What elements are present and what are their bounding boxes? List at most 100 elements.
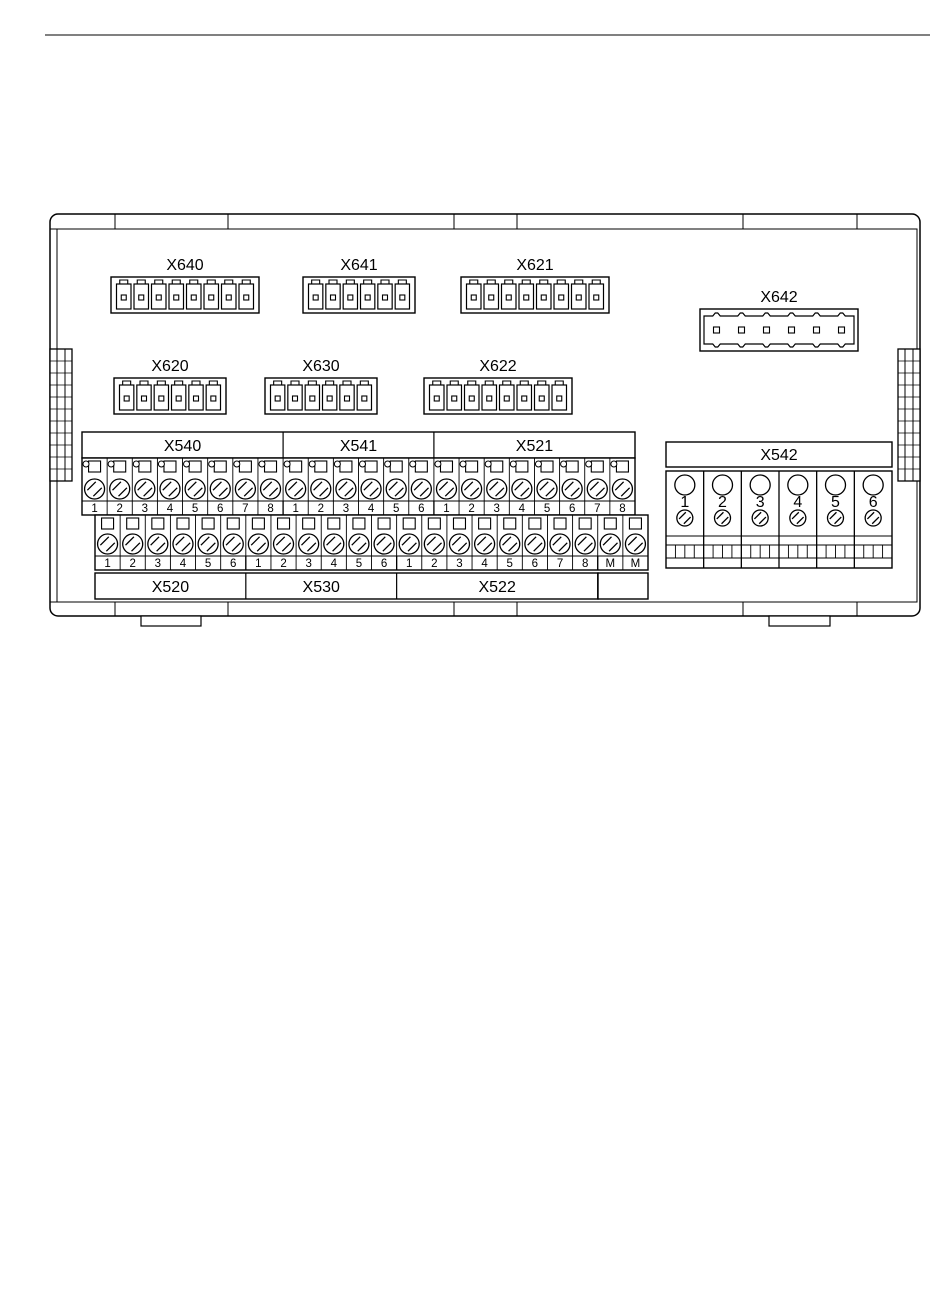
header-pin (467, 280, 482, 309)
right-mounting-clip (898, 349, 920, 481)
screw-terminal-icon (500, 534, 520, 554)
screw-terminal-icon (110, 479, 130, 499)
wire-release-slot (390, 461, 402, 472)
connector-label: X640 (166, 257, 203, 274)
header-pin (120, 381, 134, 410)
terminal-group-label: X521 (516, 438, 553, 455)
screw-terminal-icon (752, 510, 768, 526)
terminal-number: 6 (217, 503, 223, 515)
wire-release-slot (278, 518, 290, 529)
wire-entry-icon (826, 475, 846, 495)
header-pin (378, 280, 392, 309)
header-pin (169, 280, 184, 309)
screw-terminal-icon (311, 479, 331, 499)
screw-terminal-icon (185, 479, 205, 499)
wire-release-slot (591, 461, 603, 472)
wire-release-slot (303, 518, 315, 529)
wire-release-slot (491, 461, 503, 472)
terminal-number: 5 (544, 503, 550, 515)
screw-terminal-icon (587, 479, 607, 499)
screw-terminal-icon (374, 534, 394, 554)
screw-terminal-icon (411, 479, 431, 499)
wire-release-slot (554, 518, 566, 529)
screw-terminal-icon (223, 534, 243, 554)
terminal-number: 2 (130, 558, 136, 570)
wire-release-slot (89, 461, 101, 472)
connector-x641: X641 (303, 257, 415, 313)
terminal-number: 2 (117, 503, 123, 515)
terminal-number: M (631, 558, 641, 570)
wire-release-slot (579, 518, 591, 529)
terminal-number: 4 (793, 494, 802, 511)
screw-terminal-icon (248, 534, 268, 554)
terminal-block-label: X542 (760, 447, 797, 464)
header-pin (152, 280, 167, 309)
screw-terminal-icon (286, 479, 306, 499)
wire-release-slot (114, 461, 126, 472)
terminal-number: 5 (393, 503, 399, 515)
terminal-number: 2 (431, 558, 437, 570)
header-pin (537, 280, 552, 309)
wire-release-slot (440, 461, 452, 472)
wire-release-slot (328, 518, 340, 529)
header-pin (714, 327, 720, 333)
header-pin (187, 280, 202, 309)
screw-terminal-icon (160, 479, 180, 499)
connector-x640: X640 (111, 257, 259, 313)
wire-release-slot (290, 461, 302, 472)
terminal-number: 2 (718, 494, 727, 511)
terminal-number: 5 (356, 558, 362, 570)
connector-x621: X621 (461, 257, 609, 313)
header-pin (552, 381, 567, 410)
terminal-number: 3 (305, 558, 311, 570)
header-pin (554, 280, 569, 309)
wire-release-slot (541, 461, 553, 472)
header-pin (117, 280, 132, 309)
terminal-number: 4 (180, 558, 187, 570)
terminal-number: 6 (532, 558, 538, 570)
terminal-number: 3 (756, 494, 765, 511)
terminal-number: 1 (91, 503, 97, 515)
screw-terminal-icon (173, 534, 193, 554)
wire-release-slot (378, 518, 390, 529)
header-pin (395, 280, 409, 309)
wire-release-slot (139, 461, 151, 472)
header-pin (222, 280, 237, 309)
terminal-number: 4 (519, 503, 526, 515)
wire-release-slot (466, 461, 478, 472)
screw-terminal-icon (600, 534, 620, 554)
header-pin (502, 280, 517, 309)
connector-x622: X622 (424, 358, 572, 414)
header-pin (484, 280, 499, 309)
header-pin (572, 280, 587, 309)
header-pin (309, 280, 323, 309)
terminal-number: 7 (557, 558, 563, 570)
screw-terminal-icon (210, 479, 230, 499)
screw-terminal-icon (612, 479, 632, 499)
x642-connector: X642 (700, 289, 858, 351)
wire-release-slot (504, 518, 516, 529)
terminal-group-label: X530 (303, 579, 340, 596)
header-pin (340, 381, 354, 410)
wire-release-slot (516, 461, 528, 472)
header-pin (206, 381, 220, 410)
screw-terminal-icon (512, 479, 532, 499)
wire-release-slot (616, 461, 628, 472)
terminal-number: 2 (280, 558, 286, 570)
header-pin (305, 381, 319, 410)
terminal-number: 6 (869, 494, 878, 511)
terminal-number: 8 (267, 503, 273, 515)
screw-terminal-icon (487, 479, 507, 499)
terminal-number: 1 (443, 503, 449, 515)
wire-release-slot (315, 461, 327, 472)
screw-terminal-icon (625, 534, 645, 554)
terminal-number: 4 (331, 558, 338, 570)
terminal-number: 1 (680, 494, 689, 511)
header-pin (500, 381, 515, 410)
wire-release-slot (177, 518, 189, 529)
terminal-group-label: X520 (152, 579, 189, 596)
screw-terminal-icon (537, 479, 557, 499)
wire-release-slot (479, 518, 491, 529)
